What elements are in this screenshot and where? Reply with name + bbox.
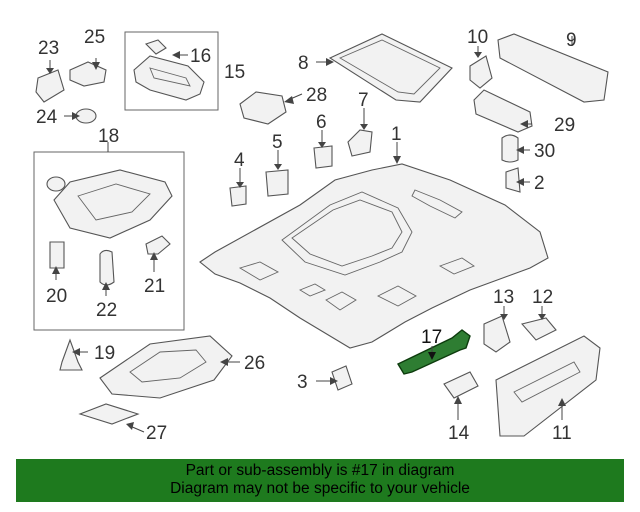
callout-8: 8	[298, 53, 309, 74]
callout-1: 1	[391, 124, 402, 145]
sunroof-seal-part	[328, 33, 453, 103]
part-28	[239, 91, 287, 125]
headliner-part	[199, 163, 549, 349]
part-2	[505, 167, 521, 193]
callout-13: 13	[493, 287, 514, 308]
part-14	[443, 371, 479, 399]
clip-4	[229, 185, 247, 207]
callout-11: 11	[552, 423, 572, 444]
callout-20: 20	[46, 286, 67, 307]
bulb-22	[99, 249, 115, 286]
callout-27: 27	[146, 423, 167, 444]
callout-18: 18	[98, 126, 119, 147]
part-19	[59, 338, 83, 371]
callout-9: 9	[566, 30, 577, 51]
leader-lines	[46, 36, 573, 433]
part-30	[501, 134, 519, 163]
callout-25: 25	[84, 27, 105, 48]
callout-17: 17	[421, 327, 442, 348]
callout-28: 28	[306, 85, 327, 106]
banner-line-part-number: Part or sub-assembly is #17 in diagram	[185, 462, 455, 479]
callout-10: 10	[467, 27, 488, 48]
callout-19: 19	[94, 343, 115, 364]
part-27	[78, 403, 140, 425]
callout-7: 7	[358, 90, 369, 111]
part-25	[69, 61, 107, 87]
part-12	[520, 317, 557, 341]
callout-box-18	[33, 151, 185, 331]
callout-14: 14	[448, 423, 470, 444]
clip-5	[265, 169, 289, 197]
part-10	[469, 55, 493, 89]
callout-21: 21	[144, 276, 165, 297]
console-part	[46, 169, 173, 239]
info-banner: Part or sub-assembly is #17 in diagram D…	[16, 459, 624, 502]
callout-16: 16	[190, 46, 211, 67]
callout-4: 4	[234, 150, 245, 171]
callout-6: 6	[316, 112, 327, 133]
callout-box-15	[124, 31, 219, 111]
callout-15: 15	[224, 62, 245, 83]
part-13	[483, 315, 511, 353]
sun-visor-11	[495, 335, 601, 437]
part-29	[473, 89, 533, 133]
callout-2: 2	[534, 173, 545, 194]
part-9	[497, 33, 609, 103]
bulb-20	[49, 241, 65, 269]
callout-5: 5	[272, 132, 283, 153]
part-3	[331, 365, 353, 391]
callout-29: 29	[554, 115, 575, 136]
part-23	[35, 69, 65, 103]
parts-diagram: 1 2 3 4 5 6 7 8 9 10 11 12 13 14 15 16 1…	[33, 27, 609, 444]
clip-7	[347, 129, 373, 157]
callout-30: 30	[534, 141, 555, 162]
callout-22: 22	[96, 300, 117, 321]
map-light-part	[133, 39, 205, 101]
banner-line-disclaimer: Diagram may not be specific to your vehi…	[170, 480, 470, 497]
console-bezel-26	[99, 335, 233, 399]
callout-12: 12	[532, 287, 553, 308]
socket-21	[145, 235, 171, 255]
callout-23: 23	[38, 38, 59, 59]
callout-24: 24	[36, 107, 58, 128]
clip-6	[313, 145, 333, 169]
callout-3: 3	[297, 372, 308, 393]
callout-26: 26	[244, 353, 265, 374]
callout-numbers: 1 2 3 4 5 6 7 8 9 10 11 12 13 14 15 16 1…	[36, 27, 577, 444]
